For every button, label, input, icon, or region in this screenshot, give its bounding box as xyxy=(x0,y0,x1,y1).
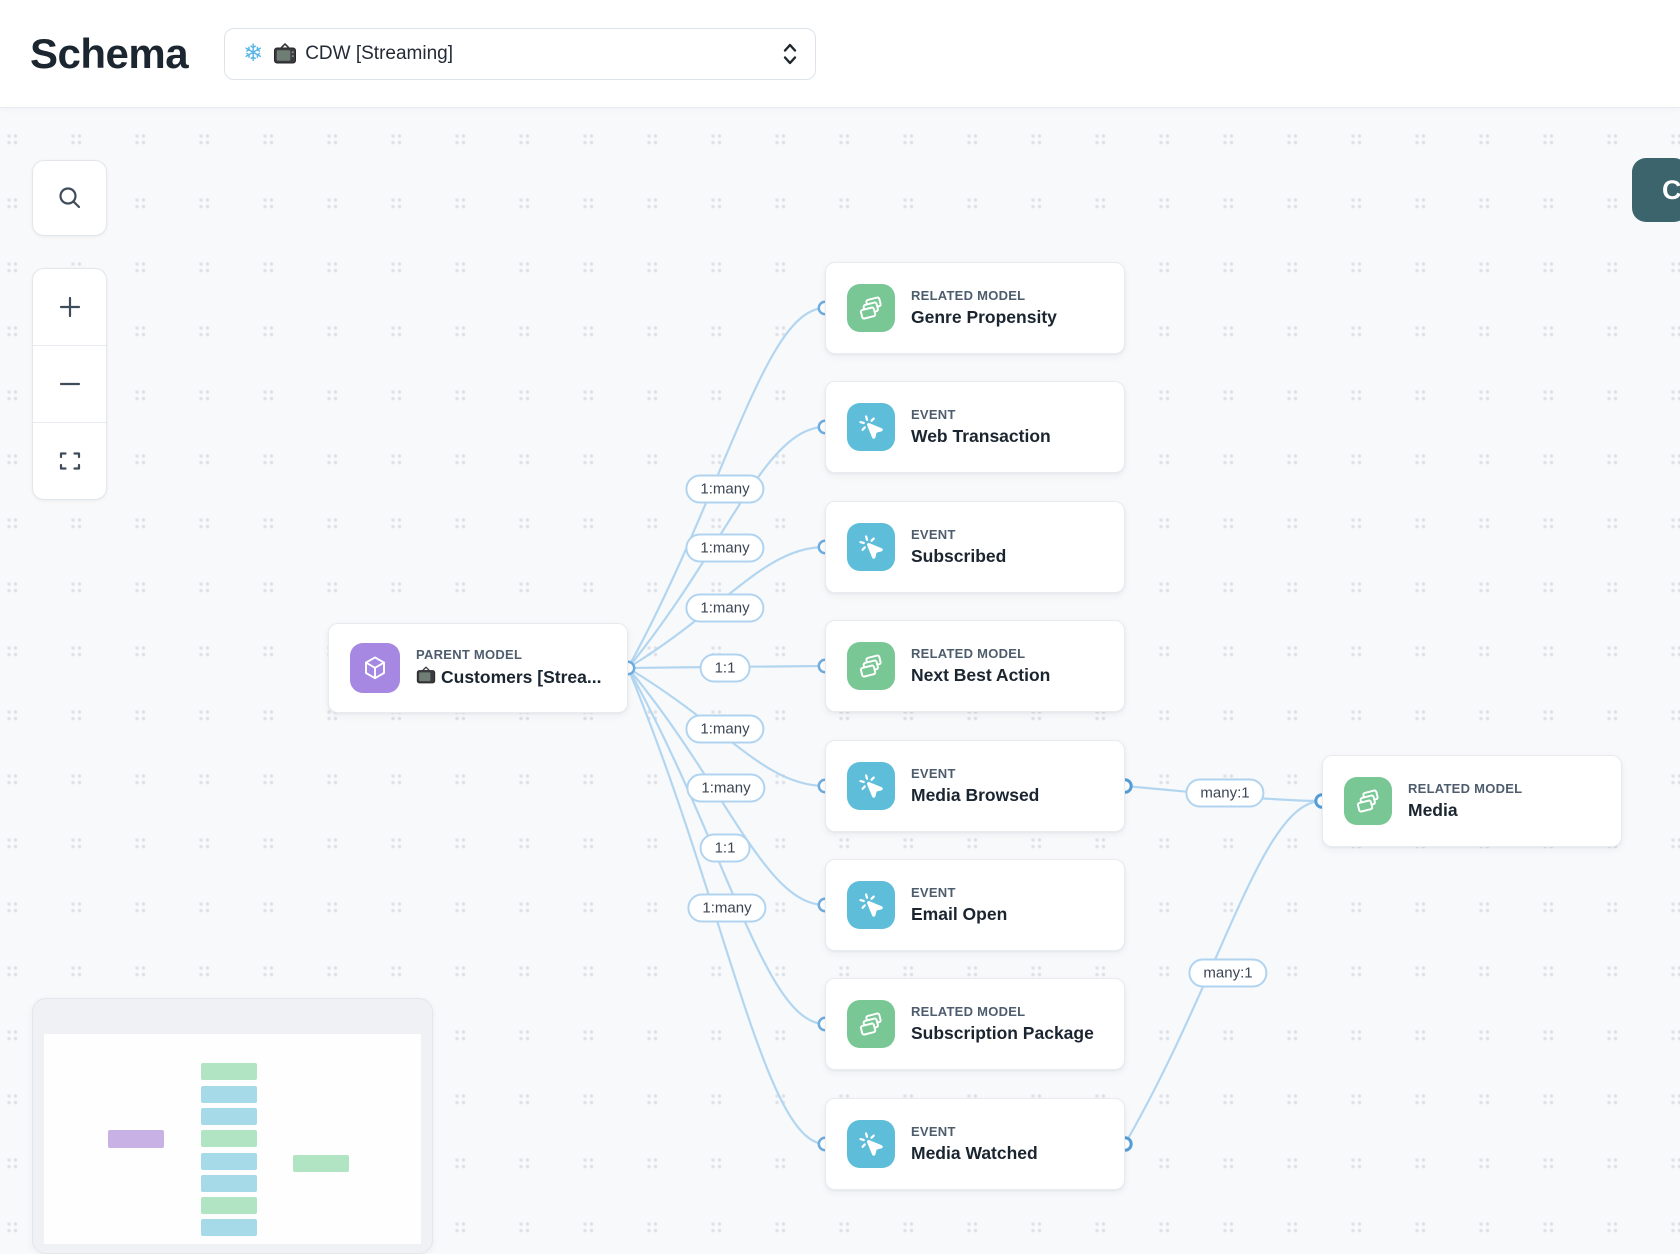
action-button-label: C xyxy=(1662,174,1680,205)
node-text: PARENT MODEL Customers [Strea... xyxy=(416,647,601,690)
edge-cardinality-label: 1:1 xyxy=(699,833,751,863)
node-name: Customers [Strea... xyxy=(416,666,601,690)
zoom-out-button[interactable] xyxy=(33,345,106,422)
node-genre-propensity[interactable]: RELATED MODEL Genre Propensity xyxy=(825,262,1125,354)
chevron-up-down-icon xyxy=(781,40,799,68)
fit-view-button[interactable] xyxy=(33,422,106,499)
warehouse-selector[interactable]: ❄ CDW [Streaming] xyxy=(224,27,817,80)
node-type-label: EVENT xyxy=(911,527,956,542)
node-type-label: EVENT xyxy=(911,885,956,900)
cursor-click-icon xyxy=(847,1120,895,1168)
plus-icon xyxy=(59,296,80,318)
edge-cardinality-label: 1:many xyxy=(685,714,765,744)
edge-line xyxy=(1124,799,1323,1145)
layers-icon xyxy=(847,642,895,690)
node-parent-customers[interactable]: PARENT MODEL Customers [Strea... xyxy=(328,623,628,713)
page-title: Schema xyxy=(30,29,189,77)
node-text: RELATED MODEL Media xyxy=(1408,781,1522,821)
node-media-watched[interactable]: EVENT Media Watched xyxy=(825,1098,1125,1190)
edge-cardinality-label: 1:many xyxy=(685,593,765,623)
minimap-node-media-watched xyxy=(201,1219,257,1236)
cursor-click-icon xyxy=(847,881,895,929)
minimap-node-genre-propensity xyxy=(201,1063,257,1080)
node-text: RELATED MODEL Next Best Action xyxy=(911,646,1050,686)
node-media[interactable]: RELATED MODEL Media xyxy=(1322,755,1622,847)
node-name: Media Watched xyxy=(911,1143,1038,1163)
node-name: Subscribed xyxy=(911,546,1007,566)
cube-icon xyxy=(350,643,400,693)
edge-line xyxy=(626,667,826,1146)
node-type-label: EVENT xyxy=(911,407,956,422)
node-next-best-action[interactable]: RELATED MODEL Next Best Action xyxy=(825,620,1125,712)
edge-line xyxy=(627,667,826,907)
layers-icon xyxy=(1344,777,1392,825)
node-subscribed[interactable]: EVENT Subscribed xyxy=(825,501,1125,593)
layers-icon xyxy=(847,284,895,332)
minimap-node-subscription-package xyxy=(201,1197,257,1214)
node-type-label: EVENT xyxy=(911,766,956,781)
node-type-label: RELATED MODEL xyxy=(911,288,1026,303)
node-name: Email Open xyxy=(911,904,1008,924)
cursor-click-icon xyxy=(847,403,895,451)
node-text: EVENT Email Open xyxy=(911,885,1007,925)
node-media-browsed[interactable]: EVENT Media Browsed xyxy=(825,740,1125,832)
node-name: Subscription Package xyxy=(911,1023,1094,1043)
edge-cardinality-label: 1:1 xyxy=(699,653,751,683)
node-type-label: RELATED MODEL xyxy=(1408,781,1523,796)
fit-view-icon xyxy=(59,452,80,470)
minimap-node-next-best-action xyxy=(201,1130,257,1147)
edge-cardinality-label: 1:many xyxy=(685,474,765,504)
minimap-node-parent-customers xyxy=(108,1130,164,1148)
node-type-label: EVENT xyxy=(911,1124,956,1139)
cursor-click-icon xyxy=(847,762,895,810)
search-button[interactable] xyxy=(32,160,107,236)
node-email-open[interactable]: EVENT Email Open xyxy=(825,859,1125,951)
search-icon xyxy=(58,187,80,209)
node-web-transaction[interactable]: EVENT Web Transaction xyxy=(825,381,1125,473)
zoom-in-button[interactable] xyxy=(33,269,106,345)
cursor-click-icon xyxy=(847,523,895,571)
edge-cardinality-label: 1:many xyxy=(685,533,765,563)
edge-cardinality-label: many:1 xyxy=(1188,958,1268,988)
minimap-node-subscribed xyxy=(201,1108,257,1125)
edge-cardinality-label: 1:many xyxy=(687,893,767,923)
node-text: RELATED MODEL Subscription Package xyxy=(911,1004,1094,1044)
edge-cardinality-label: 1:many xyxy=(686,773,766,803)
minimap-node-web-transaction xyxy=(201,1086,257,1103)
node-type-label: RELATED MODEL xyxy=(911,1004,1026,1019)
minus-icon xyxy=(59,382,80,386)
edge-line xyxy=(627,667,826,788)
node-name: Media xyxy=(1408,800,1458,820)
node-text: EVENT Media Browsed xyxy=(911,766,1039,806)
node-name: Web Transaction xyxy=(911,426,1051,446)
node-text: EVENT Media Watched xyxy=(911,1124,1038,1164)
node-text: RELATED MODEL Genre Propensity xyxy=(911,288,1057,328)
snowflake-icon: ❄ xyxy=(243,39,264,67)
action-button[interactable]: C xyxy=(1632,158,1680,222)
minimap-node-email-open xyxy=(201,1175,257,1192)
zoom-controls xyxy=(32,268,107,500)
node-name: Genre Propensity xyxy=(911,307,1057,327)
tv-icon xyxy=(416,666,439,690)
minimap-node-media xyxy=(293,1155,349,1172)
warehouse-selector-value: CDW [Streaming] xyxy=(305,42,454,64)
minimap-node-media-browsed xyxy=(201,1153,257,1170)
node-name: Next Best Action xyxy=(911,665,1051,685)
node-text: EVENT Web Transaction xyxy=(911,407,1051,447)
node-type-label: PARENT MODEL xyxy=(416,646,523,662)
layers-icon xyxy=(847,1000,895,1048)
edge-line xyxy=(627,545,826,669)
header: Schema ❄ CDW [Streaming] xyxy=(0,0,1680,108)
edge-line xyxy=(627,306,826,669)
node-name: Media Browsed xyxy=(911,785,1040,805)
edge-cardinality-label: many:1 xyxy=(1185,778,1265,808)
node-text: EVENT Subscribed xyxy=(911,527,1006,567)
tv-icon xyxy=(273,42,297,65)
node-type-label: RELATED MODEL xyxy=(911,646,1026,661)
node-subscription-package[interactable]: RELATED MODEL Subscription Package xyxy=(825,978,1125,1070)
